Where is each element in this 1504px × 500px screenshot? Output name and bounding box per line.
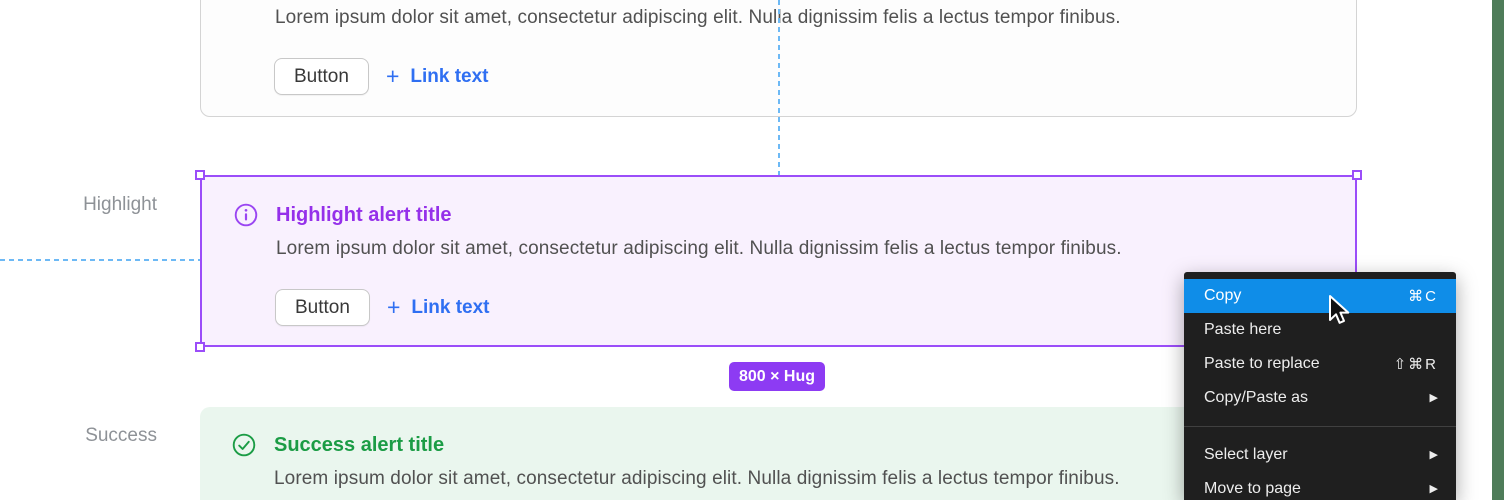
link-label: Link text	[411, 296, 490, 318]
menu-divider	[1184, 426, 1456, 427]
info-circle-icon	[234, 203, 258, 227]
menu-item-paste-to-replace[interactable]: Paste to replace ⇧⌘R	[1204, 355, 1438, 373]
menu-item-select-layer[interactable]: Select layer ▶	[1204, 446, 1438, 463]
shortcut-copy: ⌘C	[1408, 288, 1438, 305]
menu-item-copy-paste-as[interactable]: Copy/Paste as ▶	[1204, 389, 1438, 406]
alert-button[interactable]: Button	[275, 289, 370, 326]
alert-actions: Button + Link text	[275, 289, 490, 326]
selection-handle-bottom-left[interactable]	[195, 342, 205, 352]
plus-icon: +	[385, 63, 400, 89]
section-label-highlight: Highlight	[83, 194, 157, 215]
check-circle-icon	[232, 433, 256, 457]
menu-item-copy[interactable]: Copy ⌘C	[1184, 279, 1456, 313]
submenu-arrow-icon: ▶	[1429, 482, 1438, 495]
selection-handle-top-right[interactable]	[1352, 170, 1362, 180]
menu-item-move-to-page[interactable]: Move to page ▶	[1204, 480, 1438, 497]
mouse-cursor-icon	[1329, 295, 1350, 324]
section-label-success: Success	[85, 425, 157, 446]
alert-link[interactable]: + Link text	[386, 65, 489, 88]
horizontal-alignment-guide	[0, 259, 200, 261]
alert-card-success[interactable]: Success alert title Lorem ipsum dolor si…	[200, 407, 1357, 500]
shortcut-paste-to-replace: ⇧⌘R	[1393, 356, 1438, 373]
alert-title: Success alert title	[274, 434, 445, 456]
link-label: Link text	[410, 65, 489, 87]
selection-size-badge: 800 × Hug	[729, 362, 825, 391]
vertical-alignment-guide	[778, 0, 780, 175]
submenu-arrow-icon: ▶	[1429, 391, 1438, 404]
plus-icon: +	[386, 294, 401, 320]
alert-title: Highlight alert title	[276, 204, 452, 226]
alert-button[interactable]: Button	[274, 58, 369, 95]
alert-body-text: Lorem ipsum dolor sit amet, consectetur …	[276, 238, 1122, 259]
alert-actions: Button + Link text	[274, 58, 489, 95]
menu-item-paste-here[interactable]: Paste here	[1204, 321, 1282, 338]
context-menu: Copy ⌘C Paste here Paste to replace ⇧⌘R …	[1184, 272, 1456, 500]
submenu-arrow-icon: ▶	[1429, 448, 1438, 461]
selection-handle-top-left[interactable]	[195, 170, 205, 180]
alert-body-text: Lorem ipsum dolor sit amet, consectetur …	[275, 7, 1121, 28]
alert-card-highlight[interactable]: Highlight alert title Lorem ipsum dolor …	[200, 175, 1357, 347]
right-edge-green-panel	[1492, 0, 1504, 500]
alert-body-text: Lorem ipsum dolor sit amet, consectetur …	[274, 468, 1120, 489]
alert-link[interactable]: + Link text	[387, 296, 490, 319]
